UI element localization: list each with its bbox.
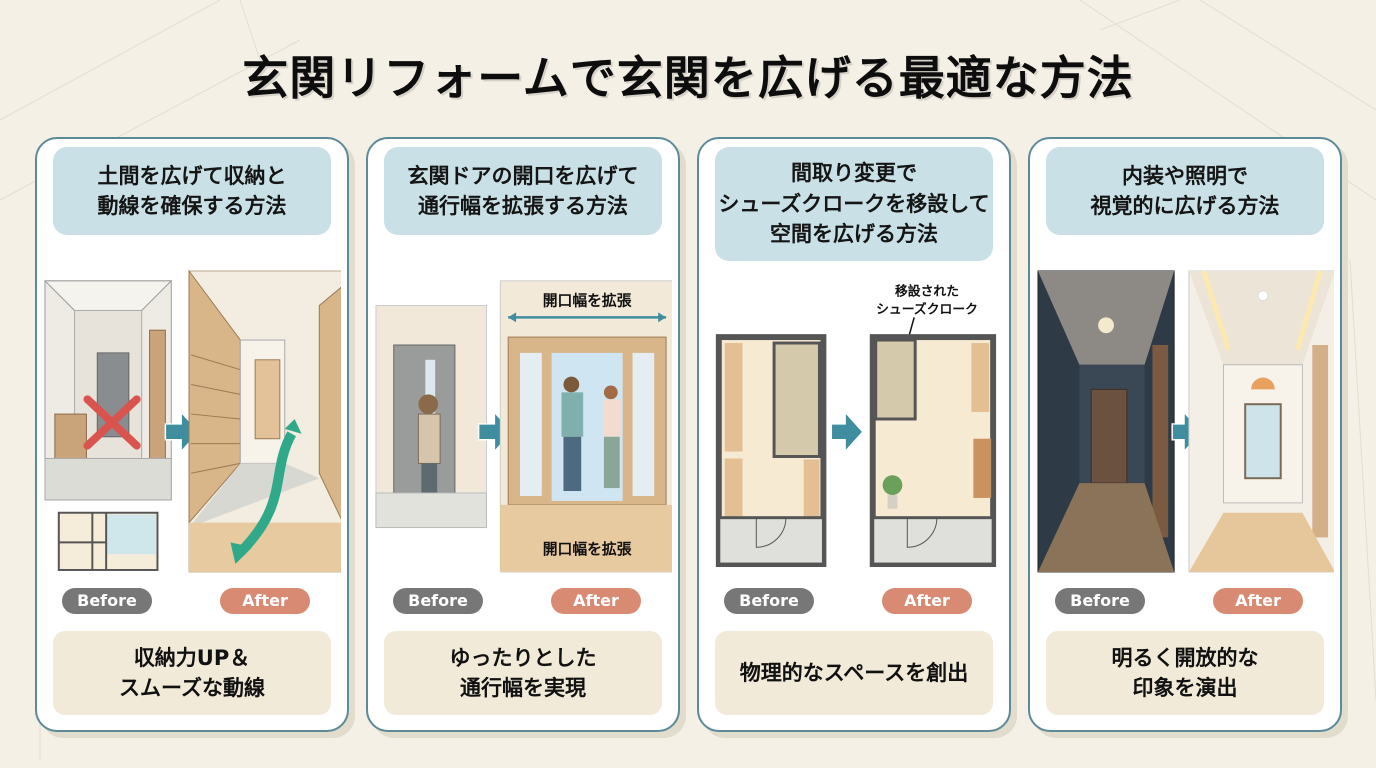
result-line: 物理的なスペースを創出 (739, 660, 969, 685)
before-label: Before (62, 588, 152, 614)
header-line: 動線を確保する方法 (97, 194, 287, 218)
page-title: 玄関リフォームで玄関を広げる最適な方法 (242, 51, 1134, 105)
after-label: After (1213, 588, 1303, 614)
floor-plan-after-icon: 移設された シューズクローク (869, 284, 997, 568)
after-room-icon (188, 269, 344, 573)
annotation-label: シューズクローク (876, 301, 978, 317)
method-card-shoe-cloak: 間取り変更で シューズクロークを移設して 空間を広げる方法 移設された シューズ… (697, 137, 1011, 732)
cramped-entrance-illustration (43, 269, 344, 573)
result-box: 物理的なスペースを創出 (715, 631, 993, 715)
header-line: 土間を広げて収納と (97, 163, 287, 188)
dark-hallway-icon (1037, 270, 1175, 573)
before-room-icon (43, 280, 173, 501)
result-box: 明るく開放的な 印象を演出 (1046, 631, 1324, 715)
result-line: 通行幅を実現 (460, 676, 586, 700)
arrow-right-icon (830, 410, 864, 454)
floor-plan-before-icon (715, 334, 827, 568)
before-after-illustration: 開口幅を拡張 開口幅を拡張 (374, 264, 675, 574)
door-illustration: 開口幅を拡張 開口幅を拡張 (375, 280, 675, 573)
card-header: 玄関ドアの開口を広げて 通行幅を拡張する方法 (384, 147, 662, 235)
card-header: 内装や照明で 視覚的に広げる方法 (1046, 147, 1324, 235)
bright-hallway-icon (1188, 270, 1336, 573)
result-box: ゆったりとした 通行幅を実現 (384, 631, 662, 715)
card-header: 間取り変更で シューズクロークを移設して 空間を広げる方法 (715, 147, 993, 261)
annotation-label: 開口幅を拡張 (543, 540, 632, 558)
method-card-earthen-floor: 土間を広げて収納と 動線を確保する方法 (35, 137, 349, 732)
method-card-door-opening: 玄関ドアの開口を広げて 通行幅を拡張する方法 開口幅を拡張 (366, 137, 680, 732)
before-label: Before (393, 588, 483, 614)
annotation-label: 開口幅を拡張 (543, 292, 632, 310)
after-label: After (551, 588, 641, 614)
header-line: 玄関ドアの開口を広げて (407, 163, 639, 188)
result-line: スムーズな動線 (119, 676, 265, 700)
header-line: 空間を広げる方法 (770, 222, 938, 247)
before-after-illustration: 移設された シューズクローク (705, 264, 1003, 574)
result-line: ゆったりとした (449, 645, 597, 670)
wide-door-icon: 開口幅を拡張 開口幅を拡張 (499, 280, 675, 573)
floor-plan-thumbnail-icon (57, 511, 159, 571)
result-line: 明るく開放的な (1111, 645, 1259, 670)
header-line: 間取り変更で (791, 161, 917, 186)
narrow-door-icon (375, 305, 487, 529)
header-line: 視覚的に広げる方法 (1090, 194, 1280, 218)
method-card-interior-lighting: 内装や照明で 視覚的に広げる方法 (1028, 137, 1342, 732)
after-label: After (220, 588, 310, 614)
before-label: Before (1055, 588, 1145, 614)
annotation-label: 移設された (895, 284, 959, 300)
result-box: 収納力UP＆ スムーズな動線 (53, 631, 331, 715)
result-line: 印象を演出 (1132, 676, 1238, 700)
header-line: 内装や照明で (1122, 163, 1248, 188)
after-label: After (882, 588, 972, 614)
hallway-illustration (1037, 270, 1336, 573)
before-after-illustration (43, 264, 344, 574)
card-header: 土間を広げて収納と 動線を確保する方法 (53, 147, 331, 235)
header-line: シューズクロークを移設して (718, 191, 990, 216)
before-label: Before (724, 588, 814, 614)
floor-plan-illustration: 移設された シューズクローク (715, 284, 997, 568)
result-line: 収納力UP＆ (133, 645, 251, 670)
before-after-illustration (1036, 264, 1336, 574)
header-line: 通行幅を拡張する方法 (418, 194, 628, 218)
